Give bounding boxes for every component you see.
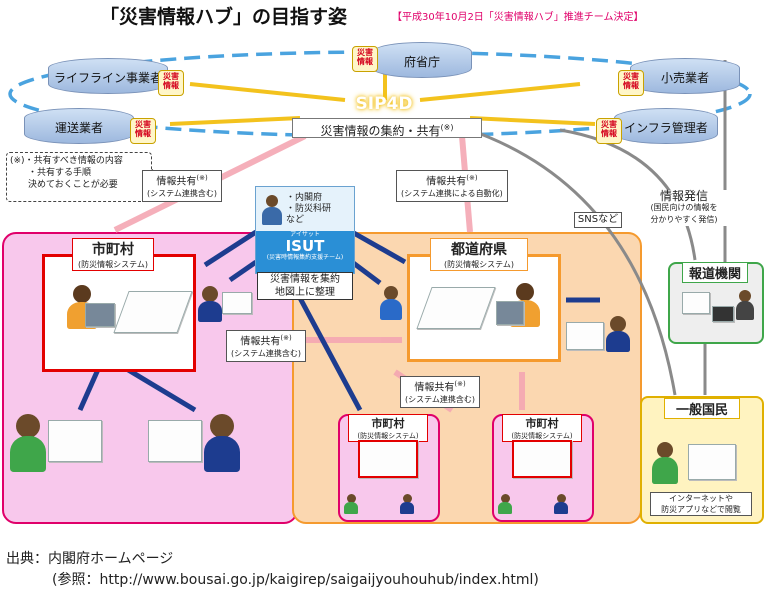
isut-name: ISUT: [285, 237, 325, 255]
prefecture-header: 都道府県 (防災情報システム): [430, 238, 528, 271]
share-label-city: 情報共有(※) (システム連携含む): [142, 170, 223, 203]
monitor-icon: [496, 301, 524, 325]
staff-icon: [554, 494, 568, 514]
hub-center-label: 災害情報の集約・共有(※): [292, 118, 482, 138]
monitor-icon: [85, 303, 115, 327]
info-send-label: 情報発信 (国民向けの情報を 分かりやすく発信): [634, 190, 734, 226]
firefighter-icon: [380, 286, 402, 320]
share-label-small-city: 情報共有(※) (システム連携含む): [400, 376, 481, 409]
disaster-info-tag: 災害 情報: [596, 118, 622, 144]
page-title: 「災害情報ハブ」の目指す姿: [100, 6, 348, 28]
map-icon: [48, 420, 102, 462]
source-line1: 出典：内閣府ホームページ: [6, 551, 174, 567]
police-officer-icon: [606, 316, 630, 352]
public-label: 一般国民: [664, 398, 740, 419]
disaster-info-tag: 災害 情報: [130, 118, 156, 144]
city-header: 市町村 (防災情報システム): [72, 238, 154, 271]
mini-system-1: [358, 440, 418, 478]
sip4d-hub: SIP4D: [355, 94, 413, 114]
retail-db: 小売業者: [630, 58, 740, 94]
map-layers: [416, 287, 496, 329]
map-icon: [682, 292, 710, 314]
police-officer-icon: [198, 286, 222, 322]
isut-staff-icon: [262, 195, 282, 225]
infra-label: インフラ管理者: [624, 121, 708, 135]
source-link[interactable]: (参照：http://www.bousai.go.jp/kaigirep/sai…: [52, 572, 539, 588]
share-label-auto: 情報共有(※) (システム連携による自動化): [396, 170, 508, 203]
citizen-icon: [652, 442, 678, 484]
disaster-info-tag: 災害 情報: [158, 70, 184, 96]
staff-icon: [344, 494, 358, 514]
map-icon: [222, 292, 252, 314]
citizen-icon: [10, 414, 46, 472]
retail-label: 小売業者: [660, 71, 709, 85]
staff-icon: [498, 494, 512, 514]
infra-db: インフラ管理者: [614, 108, 718, 144]
staff-icon: [400, 494, 414, 514]
lifeline-label: ライフライン事業者: [53, 71, 162, 85]
prefecture-office-db: 府省庁: [372, 42, 472, 78]
mini-system-2: [512, 440, 572, 478]
isut-caption: 災害情報を集約 地図上に整理: [257, 272, 353, 300]
prefecture-office-label: 府省庁: [403, 55, 440, 69]
camera-icon: [712, 306, 734, 322]
map-icon: [148, 420, 202, 462]
press-label: 報道機関: [682, 262, 748, 283]
small-city-header-2: 市町村 (防災情報システム): [502, 414, 582, 442]
reporter-icon: [736, 290, 754, 320]
transport-label: 運送業者: [54, 121, 103, 135]
transport-db: 運送業者: [24, 108, 134, 144]
public-caption: インターネットや 防災アプリなどで閲覧: [650, 492, 752, 516]
disaster-info-tag: 災害 情報: [618, 70, 644, 96]
disaster-info-tag: 災害 情報: [352, 46, 378, 72]
map-layers: [113, 291, 193, 333]
share-label-horizontal: 情報共有(※) (システム連携含む): [226, 330, 307, 363]
police-officer-icon: [204, 414, 240, 472]
small-city-header-1: 市町村 (防災情報システム): [348, 414, 428, 442]
map-icon: [566, 322, 604, 350]
isut-block: ・内閣府 ・防災科研 など アイサット ISUT (災害時情報集約支援チーム): [255, 186, 355, 274]
footnote-box: (※)・共有すべき情報の内容 ・共有する手順 決めておくことが必要: [6, 152, 152, 202]
decision-note: 【平成30年10月2日「災害情報ハブ」推進チーム決定】: [392, 12, 644, 23]
prefecture-system-panel: [407, 254, 561, 362]
sns-label: SNSなど: [574, 212, 622, 228]
map-icon: [688, 444, 736, 480]
city-system-panel: [42, 254, 196, 372]
lifeline-db: ライフライン事業者: [48, 58, 168, 94]
